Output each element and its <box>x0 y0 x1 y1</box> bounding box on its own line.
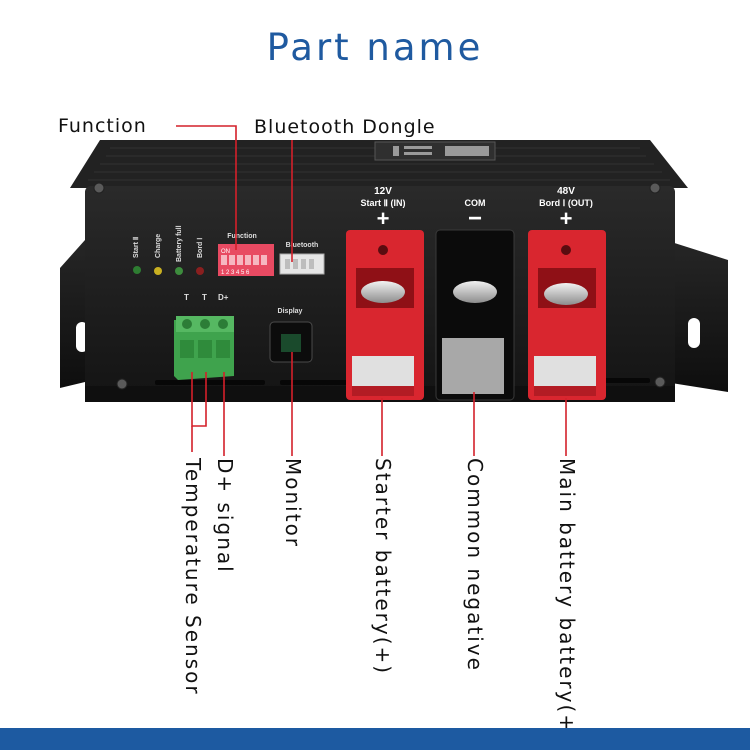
led-start <box>133 266 141 274</box>
led-battery-full <box>175 267 183 275</box>
function-panel-label: Function <box>227 233 257 240</box>
svg-text:ON: ON <box>221 249 230 255</box>
led-label-battery-full: Battery full <box>176 225 183 262</box>
svg-text:+: + <box>560 206 573 231</box>
display-panel-label: Display <box>278 308 303 315</box>
led-label-charge: Charge <box>155 234 162 258</box>
svg-text:12V: 12V <box>374 186 392 197</box>
left-flange <box>60 240 85 388</box>
d-plus-signal-label: D+ signal <box>213 458 237 574</box>
callout-lines <box>176 125 567 456</box>
svg-text:Start Ⅱ (IN): Start Ⅱ (IN) <box>361 198 406 208</box>
common-terminal <box>435 229 515 401</box>
svg-text:COM: COM <box>465 198 486 208</box>
vent-slots <box>155 378 650 385</box>
main-terminal <box>528 230 606 400</box>
common-negative-label: Common negative <box>463 458 487 672</box>
right-slot-hole <box>688 318 700 348</box>
function-callout-label: Function <box>58 115 147 137</box>
led-label-start: Start Ⅱ <box>132 237 140 258</box>
page-title: Part name <box>266 26 484 69</box>
led-bord <box>196 267 204 275</box>
svg-text:T: T <box>184 293 189 302</box>
starter-battery-label: Starter battery(+) <box>371 458 395 676</box>
bluetooth-dongle-callout-label: Bluetooth Dongle <box>254 116 436 138</box>
function-callout-line <box>176 125 237 250</box>
starter-terminal <box>346 230 424 400</box>
svg-text:1 2 3 4 5 6: 1 2 3 4 5 6 <box>221 270 250 276</box>
bluetooth-panel-label: Bluetooth <box>286 242 319 249</box>
led-indicators: Start Ⅱ Charge Battery full Bord Ⅰ <box>132 225 204 275</box>
svg-text:48V: 48V <box>557 186 575 197</box>
svg-text:T: T <box>202 293 207 302</box>
led-charge <box>154 267 162 275</box>
svg-text:−: − <box>468 205 482 232</box>
temperature-sensor-label: Temperature Sensor <box>181 458 205 696</box>
svg-text:Bord Ⅰ (OUT): Bord Ⅰ (OUT) <box>539 198 593 208</box>
right-flange <box>665 240 728 392</box>
svg-text:D+: D+ <box>218 293 229 302</box>
green-terminal-block <box>174 316 234 380</box>
main-battery-label: Main battery battery(+) <box>555 458 579 743</box>
temperature-callout-line <box>191 372 207 427</box>
footer-bar <box>0 728 750 750</box>
panel-screws <box>93 182 666 390</box>
svg-text:+: + <box>377 206 390 231</box>
monitor-label: Monitor <box>281 458 305 549</box>
led-label-bord: Bord Ⅰ <box>196 238 204 258</box>
